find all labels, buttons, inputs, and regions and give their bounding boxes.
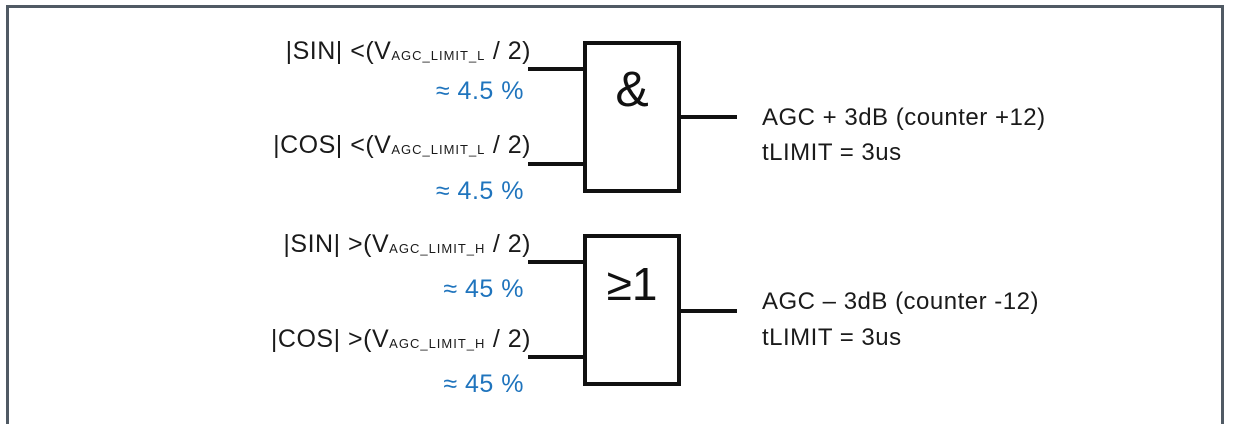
and-input-1-approx: ≈ 4.5 % [435,77,524,105]
diagram-frame [6,5,1224,424]
and-gate-symbol: & [615,61,649,117]
and-output-line1: AGC + 3dB (counter +12) [762,104,1046,131]
and-input-2-condition: |COS| <(VAGC_LIMIT_L / 2) [273,131,531,159]
or-input-2-approx: ≈ 45 % [443,370,524,398]
or-input-2-condition: |COS| >(VAGC_LIMIT_H / 2) [270,325,531,353]
and-output-line2: tLIMIT = 3us [762,139,902,166]
or-input-1-approx: ≈ 45 % [443,275,524,303]
and-input-2-approx: ≈ 4.5 % [435,177,524,205]
or-input-1-condition: |SIN| >(VAGC_LIMIT_H / 2) [283,230,531,258]
or-output-line1: AGC – 3dB (counter -12) [762,288,1039,315]
and-input-1-condition: |SIN| <(VAGC_LIMIT_L / 2) [285,37,531,65]
or-output-line2: tLIMIT = 3us [762,324,902,351]
or-gate-symbol: ≥1 [606,258,658,310]
